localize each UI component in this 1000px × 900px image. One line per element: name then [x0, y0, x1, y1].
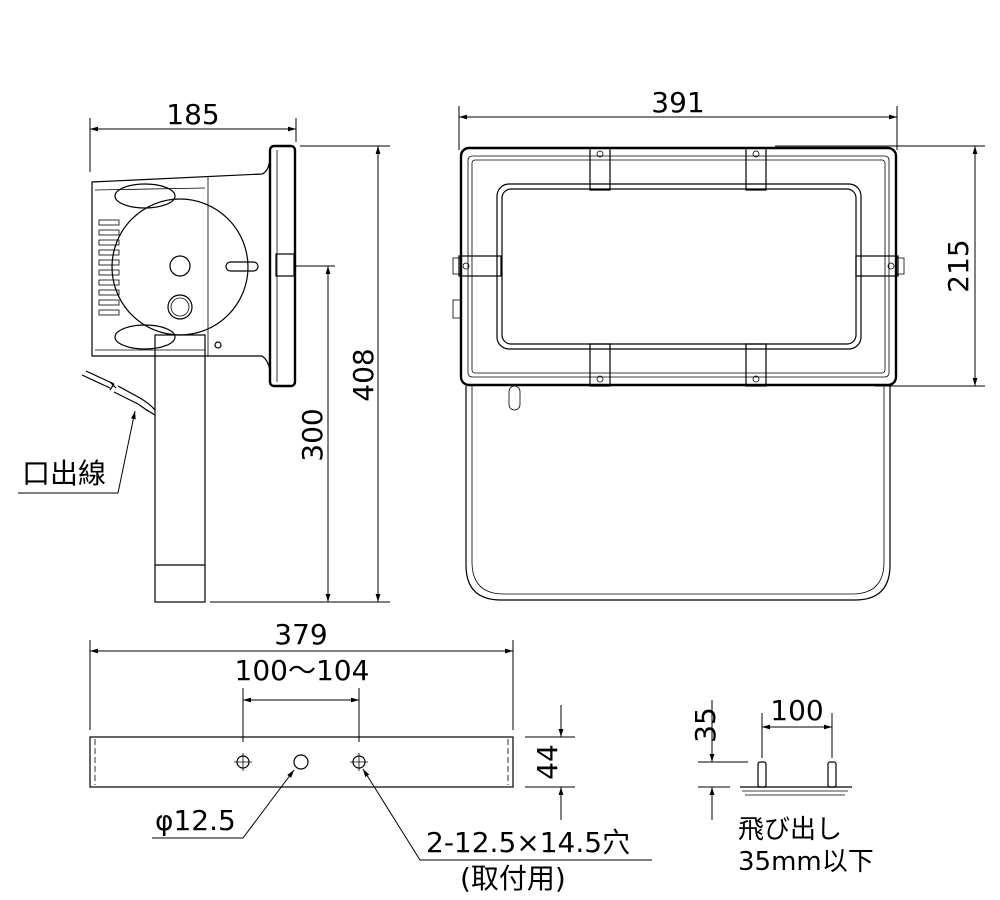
dim-label-hole-pitch: 100〜104: [235, 654, 370, 687]
bracket-view: 379 100〜104 φ12.5 2-12.5×14.5穴 (取付用) 44: [89, 618, 652, 895]
protrusion-note-line2: 35mm以下: [738, 847, 874, 877]
mount-hole-label: 2-12.5×14.5穴: [426, 826, 630, 859]
pivot-disk: [111, 198, 249, 336]
guard-bars: [452, 147, 905, 387]
stud: [827, 761, 837, 788]
stud: [757, 761, 767, 788]
dim-label-front-width: 391: [651, 86, 704, 119]
dim-label-stud-pitch: 100: [770, 694, 823, 727]
center-hole: [293, 754, 309, 770]
pivot-hole: [169, 255, 191, 277]
mounting-arm: [154, 334, 206, 603]
front-view: 391 215: [452, 86, 985, 601]
cable-outlet-label: 口出線: [22, 457, 106, 490]
mount-hole-note: (取付用): [460, 862, 566, 895]
dim-label-side-width: 185: [166, 98, 219, 131]
center-hole-label: φ12.5: [155, 804, 236, 837]
adjust-knob: [167, 294, 193, 320]
light-window: [496, 183, 862, 350]
dim-label-bracket-width: 44: [531, 744, 564, 780]
bracket-front: [465, 386, 891, 601]
dim-label-pivot-height: 300: [296, 408, 329, 461]
cable: [81, 370, 156, 416]
screw-icon: [214, 341, 222, 349]
front-plate-side: [268, 144, 297, 388]
dim-label-stud-protrusion: 35: [689, 707, 722, 743]
dim-label-total-height: 408: [347, 348, 380, 401]
protrusion-note-line1: 飛び出し: [738, 815, 842, 845]
stud-detail: 100 35 飛び出し 35mm以下: [689, 694, 874, 877]
side-view: 185: [18, 98, 390, 603]
dim-label-front-height: 215: [942, 239, 975, 292]
bracket-plate: [89, 736, 514, 788]
cooling-fins: [98, 219, 120, 316]
dim-label-bracket-length: 379: [274, 618, 327, 651]
